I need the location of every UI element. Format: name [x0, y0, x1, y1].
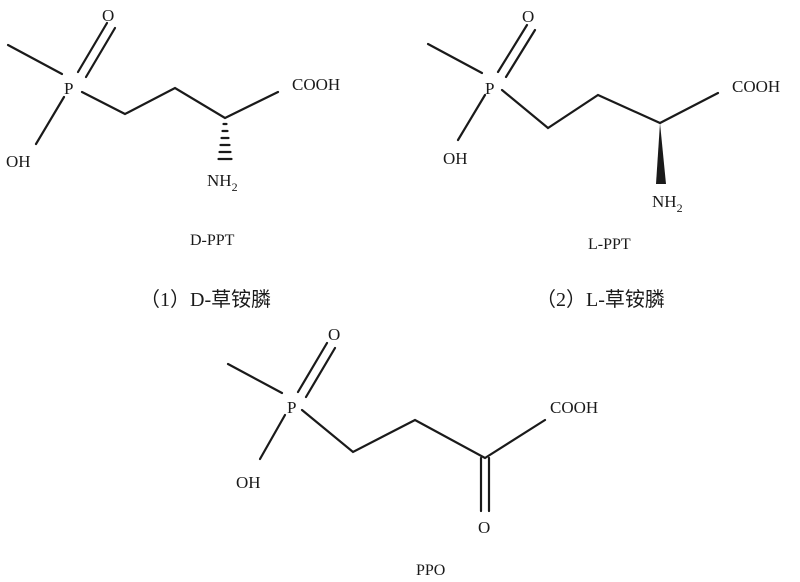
p-oh-bond	[258, 413, 287, 461]
oxygen-label: O	[102, 6, 114, 25]
carboxyl-label: COOH	[732, 77, 780, 96]
methyl-bond	[6, 43, 64, 76]
carboxyl-label: COOH	[550, 398, 598, 417]
p-oh-bond	[34, 95, 66, 146]
phosphorus-label: P	[287, 398, 296, 417]
molecule-name-ppo: PPO	[416, 562, 445, 579]
p-o-double-bond-2	[504, 28, 537, 79]
amino-subscript: 2	[232, 180, 238, 194]
p-o-double-bond-2	[84, 26, 117, 79]
amino-nh: NH	[207, 171, 232, 190]
phosphorus-label: P	[485, 79, 494, 98]
p-o-double-bond-1	[496, 23, 529, 74]
methyl-bond	[426, 42, 484, 75]
molecule-name-l-ppt: L-PPT	[588, 236, 631, 253]
caption-l-ppt: （2）L-草铵膦	[536, 288, 665, 311]
carboxyl-label: COOH	[292, 75, 340, 94]
molecule-l-ppt: O P OH COOH NH2 L-PPT （2）L-草铵膦	[426, 7, 780, 311]
oxygen-label: O	[328, 325, 340, 344]
hydroxyl-label: OH	[443, 149, 468, 168]
carbon-chain	[300, 408, 547, 460]
amino-subscript: 2	[677, 201, 683, 215]
caption-d-ppt: （1）D-草铵膦	[140, 288, 271, 311]
molecule-d-ppt: O P OH COOH NH2 D-PPT （1）D-草铵膦	[6, 6, 340, 311]
molecule-name-d-ppt: D-PPT	[190, 232, 235, 249]
p-o-double-bond-2	[304, 346, 337, 399]
p-oh-bond	[456, 93, 487, 142]
methyl-bond	[226, 362, 284, 395]
p-o-double-bond-1	[296, 341, 329, 394]
amino-label: NH2	[207, 171, 238, 194]
carbon-chain	[80, 86, 280, 120]
hydroxyl-label: OH	[236, 473, 261, 492]
amino-label: NH2	[652, 192, 683, 215]
molecule-ppo: O P OH COOH O PPO	[226, 325, 598, 579]
phosphorus-label: P	[64, 79, 73, 98]
amino-nh: NH	[652, 192, 677, 211]
hashed-wedge-bond	[217, 122, 233, 161]
oxygen-label: O	[522, 7, 534, 26]
hydroxyl-label: OH	[6, 152, 31, 171]
keto-oxygen-label: O	[478, 518, 490, 537]
carbon-chain	[500, 88, 720, 130]
solid-wedge-bond	[656, 123, 666, 184]
p-o-double-bond-1	[76, 21, 109, 74]
